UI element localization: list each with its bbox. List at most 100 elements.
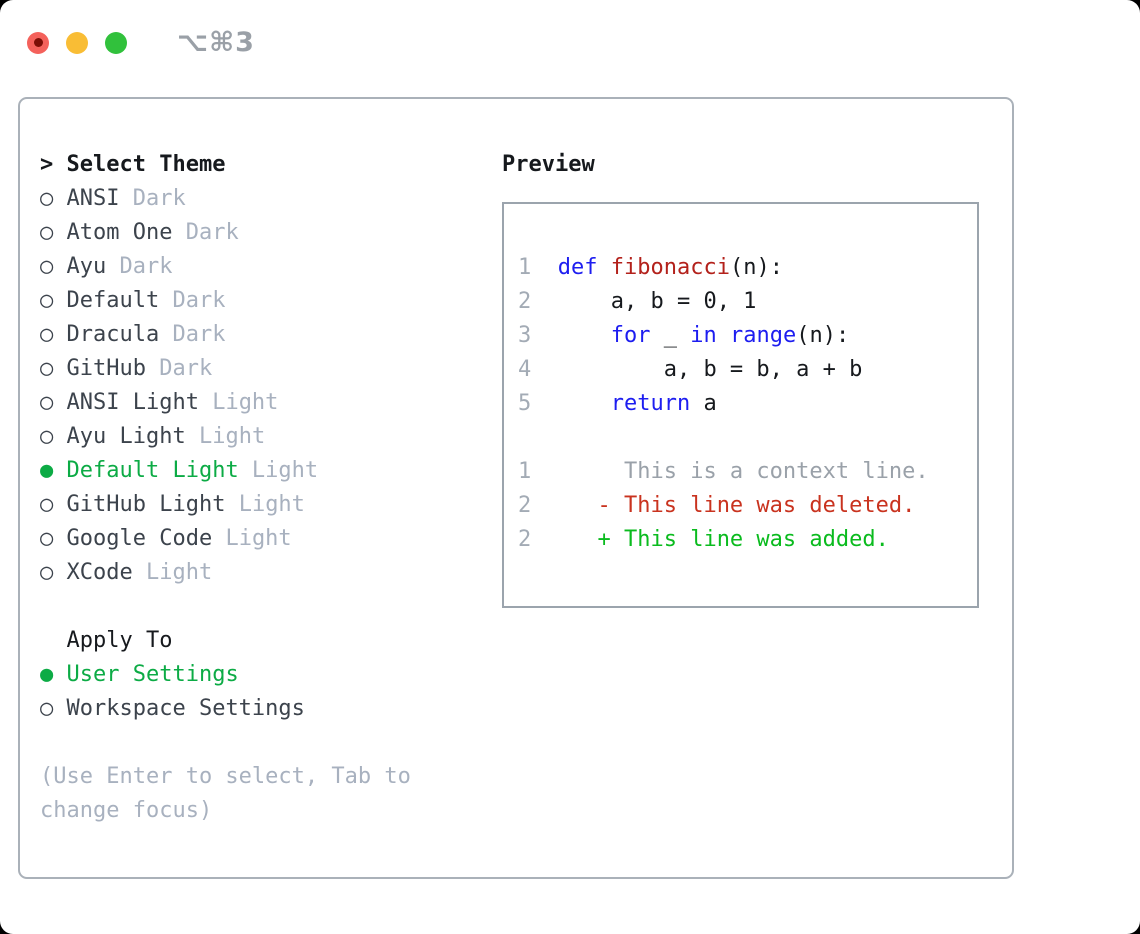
theme-option-label: Default [66, 288, 160, 313]
theme-option-dracula[interactable]: ○ Dracula Dark [40, 318, 460, 352]
code-segment-pl: a, b = 0, 1 [557, 289, 757, 314]
theme-option-xcode[interactable]: ○ XCode Light [40, 556, 460, 590]
preview-column: Preview 1 def fibonacci(n):2 a, b = 0, 1… [502, 148, 979, 608]
theme-variant-tag: Light [225, 492, 305, 517]
code-segment-fn: fibonacci [610, 255, 730, 280]
code-segment-gut: 2 [518, 493, 558, 518]
close-button[interactable] [27, 31, 49, 54]
theme-option-github[interactable]: ○ GitHub Dark [40, 352, 460, 386]
code-line: 2 a, b = 0, 1 [518, 285, 977, 319]
theme-variant-tag: Light [198, 390, 279, 415]
theme-option-ayu[interactable]: ○ Ayu Dark [40, 250, 460, 284]
apply-to-header: Apply To [40, 624, 460, 658]
titlebar: ⌥⌘3 [27, 27, 255, 58]
code-segment-gut: 4 [518, 357, 558, 382]
theme-variant-tag: Dark [106, 254, 173, 279]
theme-variant-tag: Dark [159, 288, 226, 313]
apply-option-label: Workspace Settings [66, 696, 305, 721]
radio-unselected-icon: ○ [40, 220, 67, 245]
code-segment-gut: 2 [518, 527, 558, 552]
window-shortcut-label: ⌥⌘3 [177, 27, 255, 58]
code-segment-kw: def [557, 255, 598, 280]
code-segment-gut: 3 [518, 323, 558, 348]
theme-variant-tag: Light [185, 424, 266, 449]
theme-option-google-code[interactable]: ○ Google Code Light [40, 522, 460, 556]
radio-unselected-icon: ○ [40, 288, 67, 313]
radio-unselected-icon: ○ [40, 390, 67, 415]
code-line [518, 421, 977, 455]
theme-variant-tag: Dark [172, 220, 239, 245]
theme-option-label: Dracula [66, 322, 160, 347]
theme-option-label: GitHub Light [66, 492, 226, 517]
select-theme-title: Select Theme [66, 152, 226, 177]
code-segment-kw: for [610, 323, 651, 348]
radio-unselected-icon: ○ [40, 492, 67, 517]
theme-option-label: Google Code [66, 526, 213, 551]
theme-option-label: Ayu [66, 254, 107, 279]
apply-option-user-settings[interactable]: ● User Settings [40, 658, 460, 692]
code-segment-gut: 5 [518, 391, 558, 416]
theme-variant-tag: Dark [145, 356, 213, 381]
theme-variant-tag: Light [238, 458, 319, 483]
keyboard-hint-text: (Use Enter to select, Tab to change focu… [40, 764, 411, 823]
code-line: 2 + This line was added. [518, 523, 977, 557]
apply-option-label: User Settings [66, 662, 239, 687]
code-line: 1 def fibonacci(n): [518, 251, 977, 285]
code-segment-gut: 2 [518, 289, 558, 314]
apply-option-workspace-settings[interactable]: ○ Workspace Settings [40, 692, 460, 726]
cursor-icon: > [40, 152, 67, 177]
theme-dialog-panel: > Select Theme ○ ANSI Dark○ Atom One Dar… [18, 97, 1014, 879]
code-segment-pl [558, 323, 611, 348]
radio-unselected-icon: ○ [40, 254, 67, 279]
theme-option-label: ANSI Light [66, 390, 199, 415]
radio-selected-icon: ● [40, 458, 67, 483]
theme-select-column: > Select Theme ○ ANSI Dark○ Atom One Dar… [40, 148, 460, 828]
theme-option-label: Atom One [66, 220, 173, 245]
code-segment-pl: a, b = b, a + b [557, 357, 863, 382]
code-segment-pl: (n): [796, 323, 850, 348]
code-line: 2 - This line was deleted. [518, 489, 977, 523]
radio-unselected-icon: ○ [40, 526, 67, 551]
theme-variant-tag: Dark [119, 186, 186, 211]
code-segment-del: - This line was deleted. [557, 493, 916, 518]
theme-option-label: XCode [66, 560, 133, 585]
apply-to-title: Apply To [66, 628, 173, 653]
theme-option-atom-one[interactable]: ○ Atom One Dark [40, 216, 460, 250]
radio-unselected-icon: ○ [40, 356, 67, 381]
radio-unselected-icon: ○ [40, 424, 67, 449]
theme-list: ○ ANSI Dark○ Atom One Dark○ Ayu Dark○ De… [40, 182, 460, 590]
theme-option-label: Ayu Light [66, 424, 186, 449]
code-segment-kw: in [690, 323, 717, 348]
code-segment-add: + This line was added. [557, 527, 889, 552]
theme-variant-tag: Light [212, 526, 292, 551]
theme-option-label: GitHub [66, 356, 146, 381]
code-line: 5 return a [518, 387, 977, 421]
code-line: 3 for _ in range(n): [518, 319, 977, 353]
theme-option-default-light[interactable]: ● Default Light Light [40, 454, 460, 488]
theme-option-ayu-light[interactable]: ○ Ayu Light Light [40, 420, 460, 454]
code-segment-pl [558, 391, 611, 416]
theme-option-github-light[interactable]: ○ GitHub Light Light [40, 488, 460, 522]
code-line: 1 This is a context line. [518, 455, 977, 489]
radio-selected-icon: ● [40, 662, 67, 687]
code-segment-pl: (n): [729, 255, 783, 280]
zoom-button[interactable] [105, 31, 127, 54]
theme-option-label: ANSI [66, 186, 120, 211]
theme-option-default[interactable]: ○ Default Dark [40, 284, 460, 318]
code-segment-kw: range [729, 323, 797, 348]
radio-unselected-icon: ○ [40, 560, 67, 585]
code-segment-gut: 1 [518, 255, 558, 280]
theme-option-ansi[interactable]: ○ ANSI Dark [40, 182, 460, 216]
select-theme-header: > Select Theme [40, 148, 460, 182]
theme-option-ansi-light[interactable]: ○ ANSI Light Light [40, 386, 460, 420]
apply-to-list: ● User Settings○ Workspace Settings [40, 658, 460, 726]
radio-unselected-icon: ○ [40, 696, 67, 721]
code-segment-pl [717, 323, 730, 348]
code-segment-pl: _ [650, 323, 691, 348]
code-segment-gut: 1 [518, 459, 558, 484]
minimize-button[interactable] [66, 31, 88, 54]
code-segment-ctx: This is a context line. [557, 459, 929, 484]
spacer [40, 590, 460, 624]
